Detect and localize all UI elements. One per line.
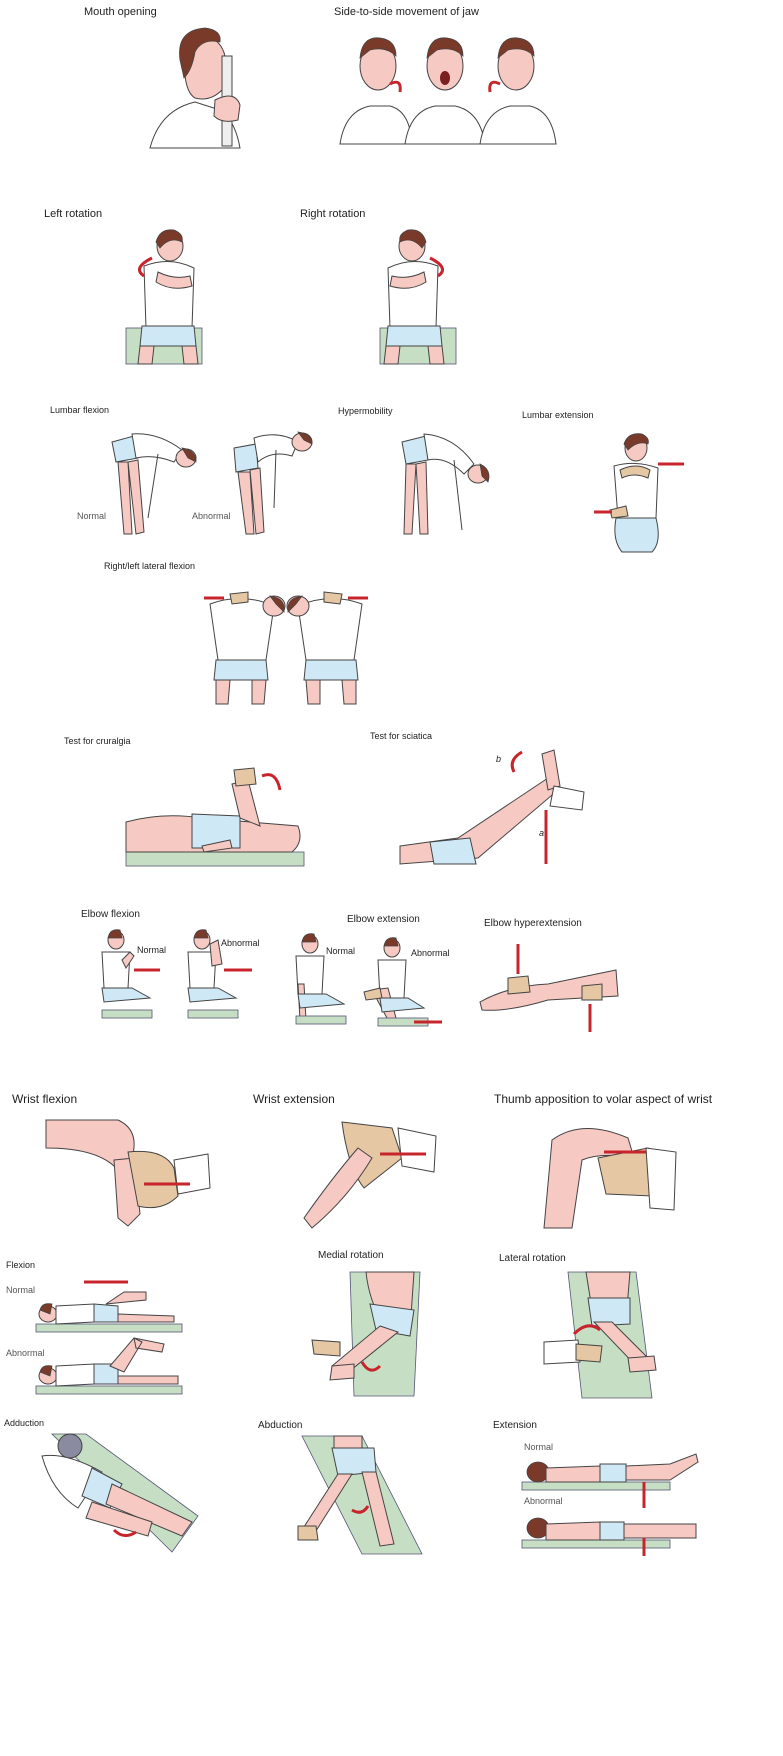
elbow-flexion-illustration (96, 929, 260, 1022)
label-sciatica-b: b (496, 754, 502, 764)
lumbar-flexion-abnormal-illustration (228, 428, 318, 540)
right-rotation-illustration (374, 228, 464, 368)
thumb-apposition-illustration (542, 1118, 678, 1230)
lateral-flexion-illustration (202, 588, 370, 708)
label-extension: Extension (493, 1420, 537, 1431)
jaw-arrow-left (389, 80, 402, 93)
label-abnormal-elbow-extension: Abnormal (411, 948, 450, 958)
hypermobility-illustration (398, 430, 494, 540)
lumbar-flexion-normal-illustration (108, 428, 198, 540)
right-rotation-arrow (429, 256, 444, 278)
label-elbow-hyperextension: Elbow hyperextension (484, 918, 582, 929)
label-normal-elbow-flexion: Normal (137, 945, 167, 955)
abduction-arrow (351, 1505, 370, 1514)
mouth-opening-illustration (140, 20, 270, 150)
label-sciatica-a: a (539, 828, 545, 838)
hip-abduction-illustration (282, 1434, 426, 1556)
cruralgia-arrow (261, 773, 282, 791)
sciatica-arrow-b (510, 750, 523, 773)
label-lumbar-extension: Lumbar extension (522, 410, 594, 420)
hip-flexion-illustration (34, 1272, 184, 1396)
adduction-arrow (112, 1528, 137, 1537)
left-rotation-arrow (138, 256, 153, 278)
label-right-rotation: Right rotation (300, 208, 366, 220)
label-sciatica: Test for sciatica (370, 731, 433, 741)
label-side-to-side: Side-to-side movement of jaw (334, 6, 479, 18)
label-wrist-flexion: Wrist flexion (12, 1092, 78, 1106)
jaw-arrow-right (488, 80, 501, 93)
label-abduction: Abduction (258, 1420, 303, 1431)
label-lateral-rotation: Lateral rotation (499, 1253, 566, 1264)
label-lateral-flexion: Right/left lateral flexion (104, 561, 196, 571)
lateral-rotation-arrow (572, 1324, 601, 1336)
lumbar-extension-illustration (592, 432, 692, 556)
sciatica-test-illustration (398, 746, 598, 870)
label-abnormal-extension: Abnormal (524, 1496, 563, 1506)
label-adduction: Adduction (4, 1418, 45, 1428)
wrist-flexion-illustration (44, 1118, 212, 1230)
label-mouth-opening: Mouth opening (84, 6, 157, 18)
side-to-side-jaw-illustration (339, 26, 560, 146)
label-elbow-flexion: Elbow flexion (81, 909, 140, 920)
label-elbow-extension: Elbow extension (347, 914, 420, 925)
wrist-extension-illustration (302, 1118, 438, 1230)
label-normal-elbow-extension: Normal (326, 946, 356, 956)
label-abnormal-lumbar: Abnormal (192, 511, 231, 521)
label-normal-hip: Normal (6, 1285, 36, 1295)
left-rotation-illustration (118, 228, 208, 368)
label-medial-rotation: Medial rotation (318, 1250, 384, 1261)
hip-extension-illustration (520, 1452, 700, 1556)
label-thumb-apposition: Thumb apposition to volar aspect of wris… (494, 1092, 713, 1106)
label-abnormal-elbow-flexion: Abnormal (221, 938, 260, 948)
label-hypermobility: Hypermobility (338, 406, 393, 416)
label-abnormal-hip: Abnormal (6, 1348, 45, 1358)
elbow-hyperextension-illustration (478, 940, 622, 1034)
label-normal-extension: Normal (524, 1442, 554, 1452)
label-wrist-extension: Wrist extension (253, 1092, 335, 1106)
cruralgia-test-illustration (122, 756, 308, 868)
label-left-rotation: Left rotation (44, 208, 103, 220)
elbow-extension-illustration (294, 933, 450, 1030)
label-normal-lumbar: Normal (77, 511, 107, 521)
label-cruralgia: Test for cruralgia (64, 736, 131, 746)
lateral-rotation-illustration (542, 1270, 668, 1400)
label-flexion: Flexion (6, 1260, 36, 1270)
medial-rotation-illustration (310, 1270, 426, 1398)
medial-rotation-arrow (360, 1361, 382, 1372)
hip-adduction-illustration (22, 1432, 202, 1556)
label-lumbar-flexion: Lumbar flexion (50, 405, 110, 415)
